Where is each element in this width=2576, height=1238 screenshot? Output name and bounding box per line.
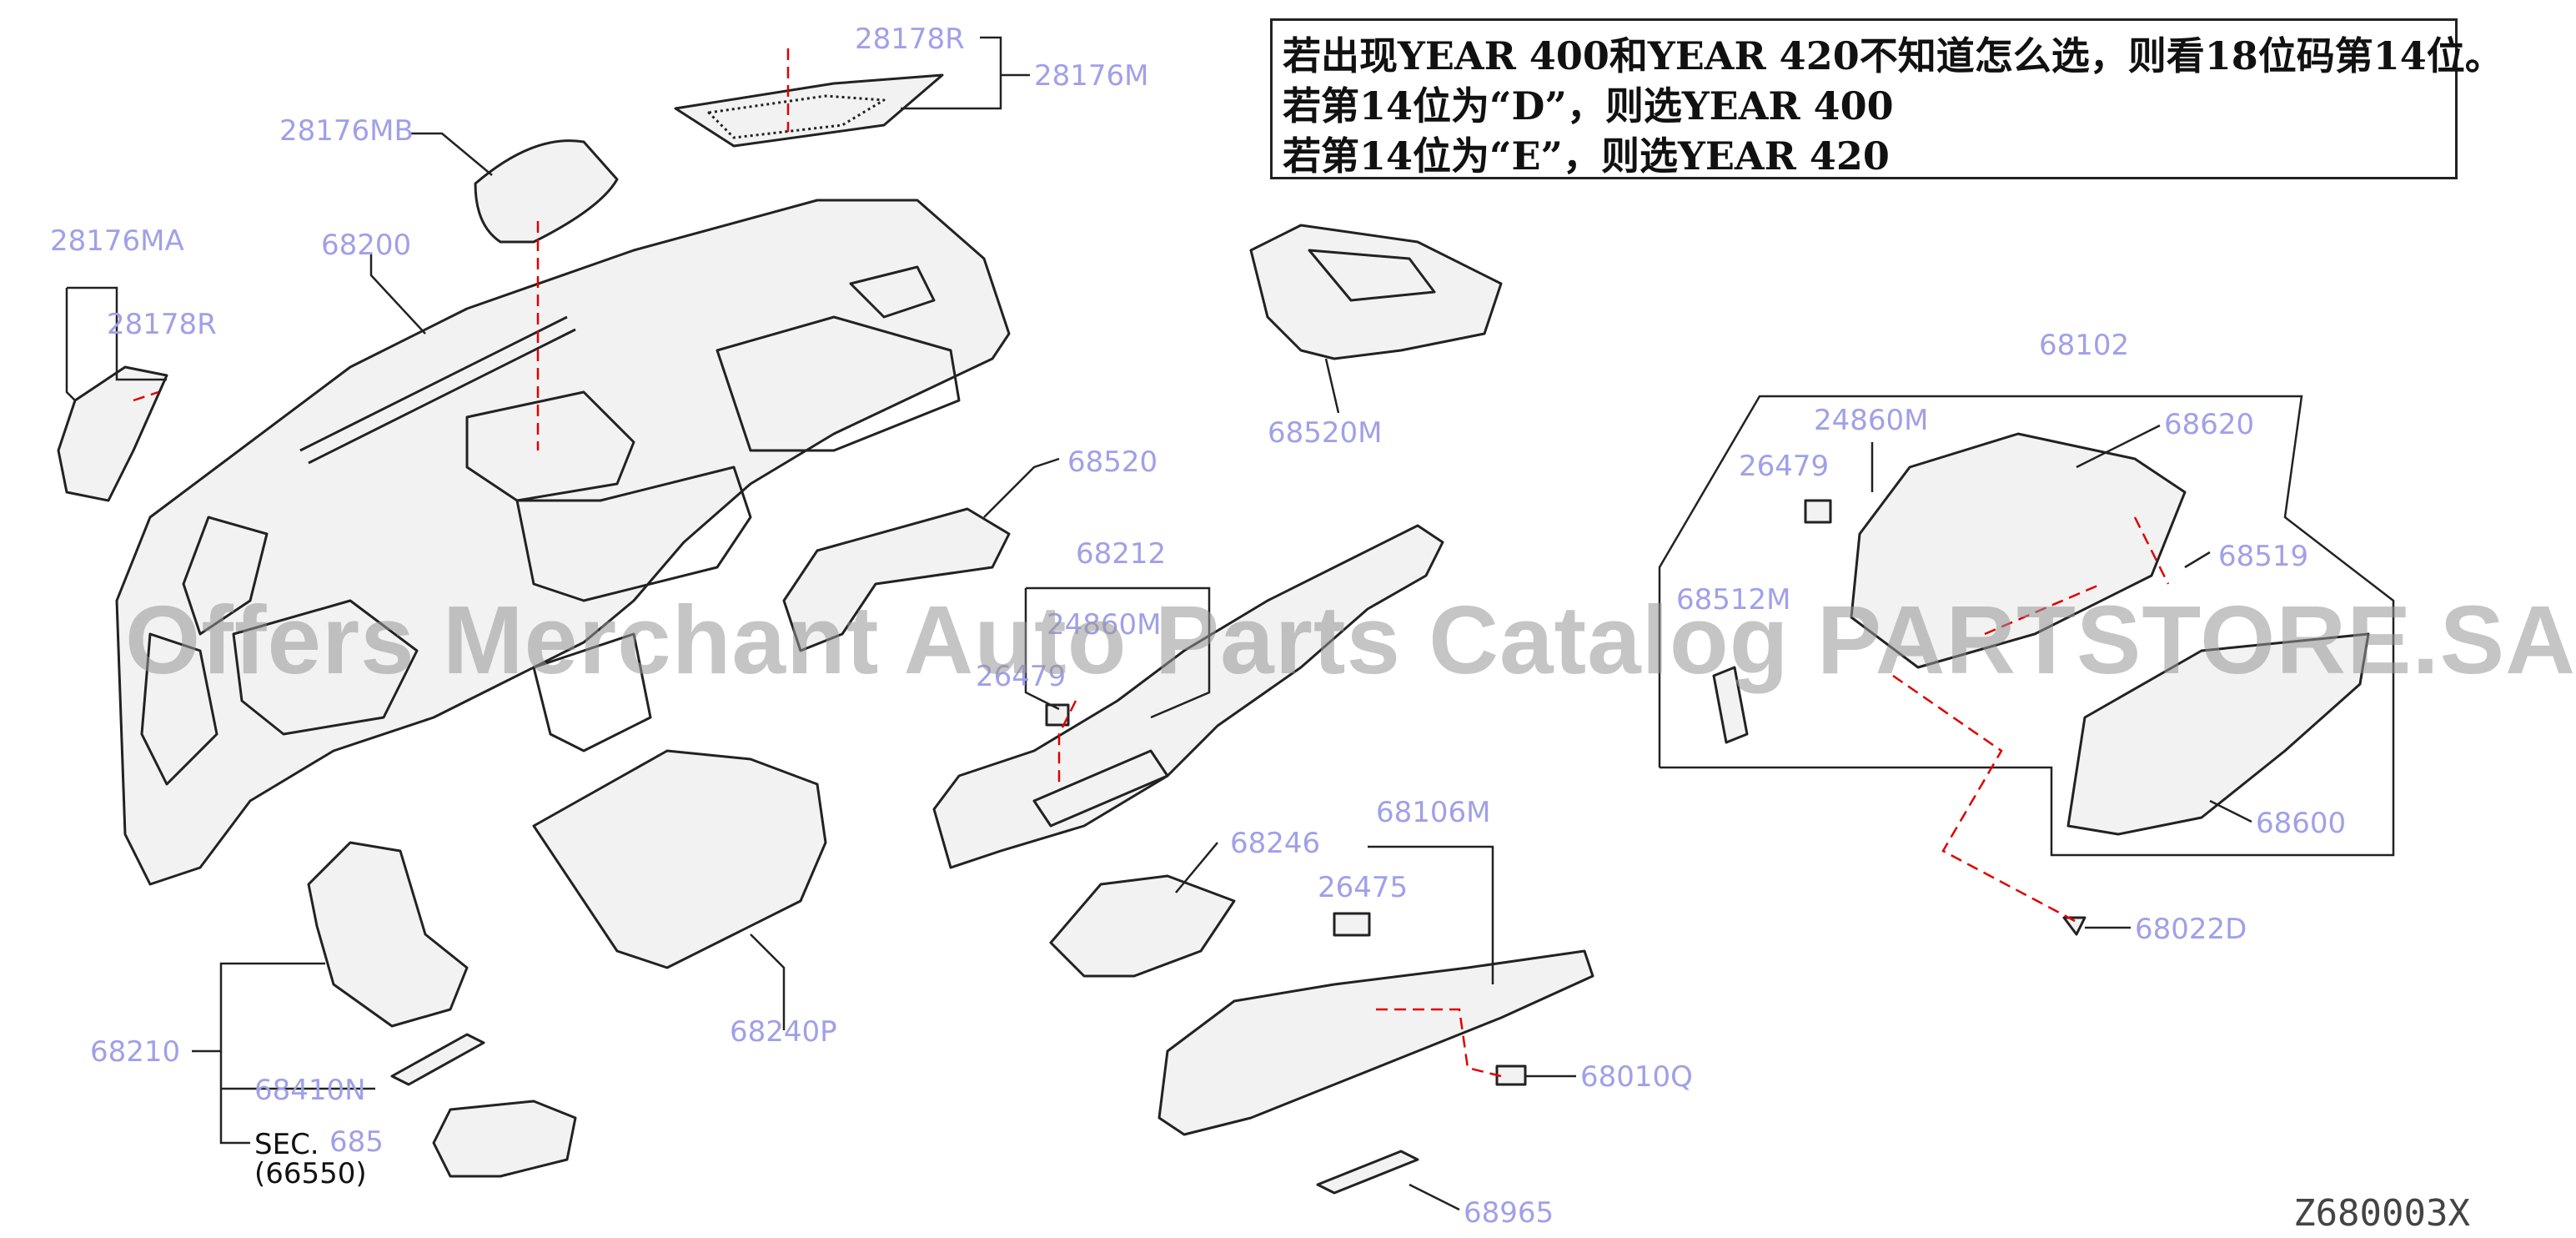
leader-68212-b	[1026, 586, 1211, 719]
switch-26475[interactable]	[1333, 912, 1371, 937]
note-line-1: 若出现YEAR 400和YEAR 420不知道怎么选，则看18位码第14位。	[1283, 33, 2503, 78]
dash-leader-8	[1984, 582, 2102, 636]
cluster-finisher-68212[interactable]	[932, 524, 1444, 869]
speaker-grille-28176M[interactable]	[674, 73, 944, 148]
bracket-68965[interactable]	[1316, 1150, 1419, 1195]
finisher-68410N[interactable]	[390, 1033, 485, 1086]
selection-note-box: 若出现YEAR 400和YEAR 420不知道怎么选，则看18位码第14位。 若…	[1270, 18, 2503, 179]
label-68512M: 68512M	[1676, 583, 1791, 616]
label-68106M: 68106M	[1376, 796, 1491, 829]
label-68200: 68200	[321, 229, 411, 262]
label-26479-right: 26479	[1739, 450, 1829, 483]
parts-diagram: 28178R 28176M 28176MB 28176MA 28178R 682…	[50, 23, 2395, 1230]
side-grille-28176MA[interactable]	[57, 365, 168, 502]
leader-68520M	[1324, 358, 1340, 414]
label-26475: 26475	[1318, 871, 1408, 904]
label-28178R-left: 28178R	[107, 308, 217, 341]
label-sec: SEC.	[254, 1128, 319, 1161]
leader-28176MA-b	[65, 288, 76, 401]
leader-68519	[2184, 551, 2211, 569]
meter-hood-68520M[interactable]	[1249, 224, 1503, 360]
finisher-68520[interactable]	[782, 507, 1011, 652]
leader-28176MA	[67, 286, 167, 381]
label-68010Q: 68010Q	[1580, 1060, 1693, 1094]
watermark: Offers Merchant Auto Parts Catalog PARTS…	[125, 586, 2576, 694]
leader-68600	[2209, 799, 2252, 823]
clip-68022D[interactable]	[2062, 916, 2086, 936]
cover-68246[interactable]	[1049, 874, 1236, 978]
leader-68210-b	[219, 1051, 250, 1145]
label-68620: 68620	[2164, 408, 2254, 441]
label-68520M: 68520M	[1268, 416, 1383, 450]
leader-68240P	[750, 934, 786, 1030]
leader-68210	[192, 962, 325, 1053]
glove-box-lid-68620[interactable]	[1850, 432, 2187, 669]
clip-26479-right[interactable]	[1804, 499, 1832, 524]
label-68240P: 68240P	[730, 1015, 837, 1049]
note-line-3: 若第14位为“E”，则选YEAR 420	[1283, 133, 1890, 179]
label-28178R-top: 28178R	[855, 23, 965, 56]
glove-box-group-68102	[1658, 395, 2395, 857]
label-sec-num: (66550)	[254, 1157, 367, 1190]
leader-68200	[369, 254, 426, 335]
label-68210: 68210	[90, 1035, 180, 1069]
dash-leader-7	[2133, 516, 2170, 585]
leader-68106M	[1368, 845, 1494, 984]
leader-28178R-top	[901, 36, 1002, 110]
glove-box-68600[interactable]	[2066, 632, 2370, 836]
lower-cover-68240P[interactable]	[532, 749, 827, 969]
label-68965: 68965	[1464, 1196, 1554, 1230]
lower-panel-68210[interactable]	[307, 841, 469, 1028]
diagram-code: Z680003X	[2293, 1192, 2470, 1235]
lower-cover-68106M[interactable]	[1157, 949, 1594, 1136]
label-68520: 68520	[1067, 445, 1157, 479]
dash-leader-4	[1057, 700, 1077, 784]
label-28176M: 28176M	[1034, 59, 1149, 93]
label-24860M: 24860M	[1814, 404, 1929, 437]
dash-leader-6	[1892, 674, 2077, 923]
leader-68620	[2076, 424, 2161, 469]
label-28176MB: 28176MB	[279, 114, 414, 148]
label-68212: 68212	[1076, 537, 1166, 571]
label-685: 685	[329, 1125, 384, 1159]
label-68519: 68519	[2218, 540, 2308, 573]
leader-68246	[1175, 842, 1218, 893]
leader-68965	[1409, 1183, 1460, 1211]
vent-685[interactable]	[432, 1100, 577, 1178]
speaker-pad-28176MB[interactable]	[474, 139, 619, 244]
dash-leader-5	[1376, 1008, 1502, 1078]
label-68410N: 68410N	[254, 1074, 366, 1107]
label-68102: 68102	[2039, 329, 2129, 362]
leader-68212	[1024, 588, 1060, 711]
damper-68512M[interactable]	[1712, 666, 1749, 744]
label-68022D: 68022D	[2135, 913, 2247, 946]
label-68246: 68246	[1230, 827, 1320, 860]
instrument-panel-68200[interactable]	[115, 199, 1011, 886]
note-line-2: 若第14位为“D”，则选YEAR 400	[1283, 83, 1894, 128]
dash-leader-3	[133, 390, 159, 402]
leader-28176MB	[409, 132, 493, 176]
label-26479-mid: 26479	[976, 660, 1066, 693]
label-68600: 68600	[2256, 807, 2346, 840]
label-28176MA: 28176MA	[50, 224, 184, 258]
leader-68520	[983, 457, 1060, 518]
label-24860M-mid: 24860M	[1047, 608, 1162, 642]
